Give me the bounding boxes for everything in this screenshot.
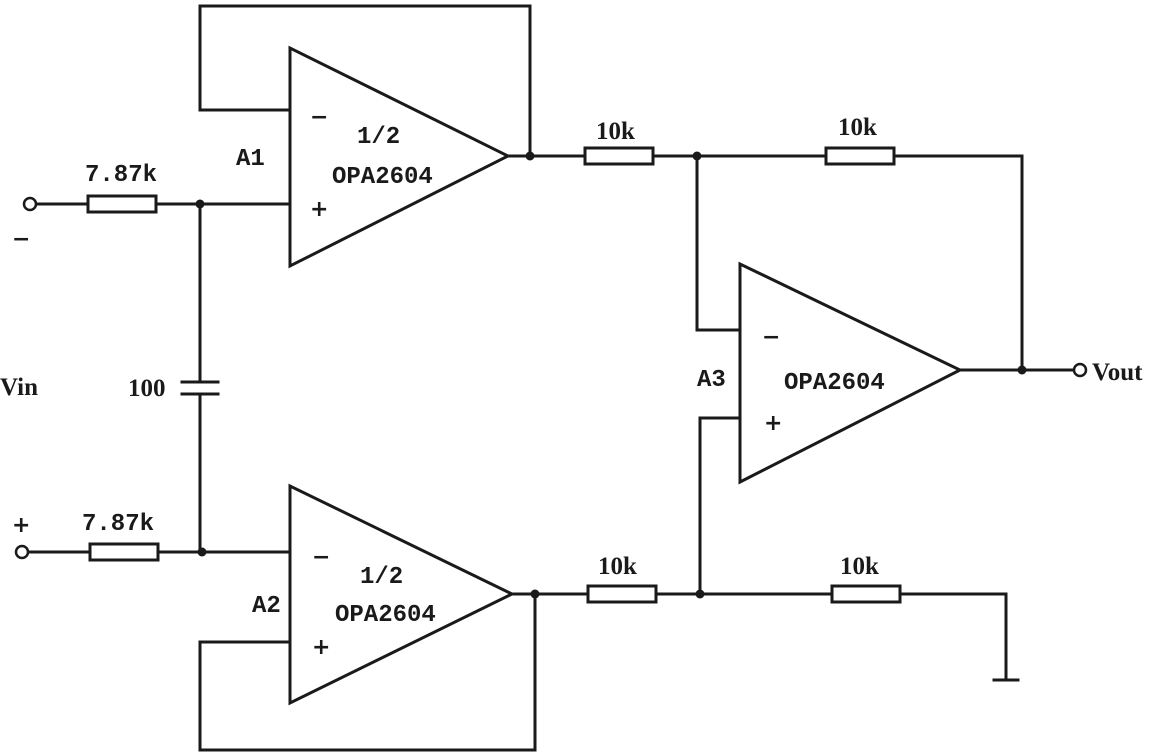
resistor-r-feedback-value: 10k — [838, 114, 877, 141]
input-minus-label: − — [12, 227, 30, 252]
opamp-a2-inv-sign: − — [312, 545, 330, 570]
junction-dot — [695, 589, 705, 599]
vout-terminal — [1072, 362, 1088, 378]
a3-noninv-wire — [698, 416, 742, 596]
opamp-a1-designator: A1 — [236, 146, 265, 173]
opamp-a2-fraction: 1/2 — [360, 564, 403, 591]
input-plus-terminal — [14, 544, 30, 560]
resistor-r-a1-out-body — [583, 146, 655, 166]
opamp-a3-part: OPA2604 — [784, 370, 885, 397]
input-minus-terminal — [22, 196, 38, 212]
resistor-r-feedback: 10k — [824, 114, 896, 166]
resistor-r-in-bottom-value: 7.87k — [82, 511, 154, 538]
resistor-r-a1-out: 10k — [583, 118, 655, 166]
opamp-a3: − + OPA2604 A3 — [697, 261, 964, 485]
a3-inv-wire — [695, 154, 742, 332]
a2-feedback-wire — [198, 592, 537, 752]
opamp-a2-part: OPA2604 — [335, 602, 436, 629]
a2-output-wire — [510, 592, 1008, 680]
junction-dot — [197, 547, 207, 557]
resistor-r-in-bottom-body — [88, 542, 160, 562]
opamp-a2-noninv-sign: + — [312, 635, 330, 660]
resistor-r-in-bottom: 7.87k — [82, 511, 160, 562]
input-plus-label: + — [12, 513, 30, 538]
opamp-a1-part: OPA2604 — [332, 164, 433, 191]
opamp-a2: − + 1/2 OPA2604 A2 — [252, 483, 516, 706]
resistor-r-a2-out-body — [586, 584, 658, 604]
vout-label: Vout — [1092, 359, 1143, 386]
opamp-a1-inv-sign: − — [310, 105, 328, 130]
opamp-a1-noninv-sign: + — [310, 197, 328, 222]
opamp-a1-fraction: 1/2 — [357, 124, 400, 151]
resistor-r-feedback-body — [824, 146, 896, 166]
resistor-r-a2-out: 10k — [586, 553, 658, 604]
opamp-a1: − + 1/2 OPA2604 A1 — [236, 45, 512, 269]
capacitor-value: 100 — [128, 375, 166, 402]
junction-dot — [1017, 365, 1027, 375]
terminals — [14, 196, 1088, 560]
junctions — [195, 151, 1027, 599]
resistor-r-ground-value: 10k — [840, 553, 879, 580]
opamp-a3-noninv-sign: + — [764, 411, 782, 436]
junction-dot — [530, 589, 540, 599]
opamp-a2-body — [288, 483, 516, 706]
resistor-r-a2-out-value: 10k — [598, 553, 637, 580]
vin-label: Vin — [0, 374, 38, 401]
junction-dot — [525, 151, 535, 161]
junction-dot — [692, 151, 702, 161]
resistor-r-ground-body — [830, 584, 902, 604]
resistor-r-in-top-value: 7.87k — [85, 162, 157, 189]
a1-feedback-wire — [198, 4, 532, 158]
junction-dot — [195, 199, 205, 209]
resistor-r-a1-out-value: 10k — [596, 118, 635, 145]
opamp-a3-designator: A3 — [697, 367, 726, 394]
resistor-r-ground: 10k — [830, 553, 902, 604]
resistor-r-in-top: 7.87k — [85, 162, 158, 214]
opamp-a1-body — [288, 45, 512, 269]
resistor-r-in-top-body — [86, 194, 158, 214]
capacitor: 100 — [128, 375, 220, 402]
opamp-a2-designator: A2 — [252, 593, 281, 620]
opamp-a3-inv-sign: − — [762, 325, 780, 350]
opamp-a3-body — [738, 261, 964, 485]
